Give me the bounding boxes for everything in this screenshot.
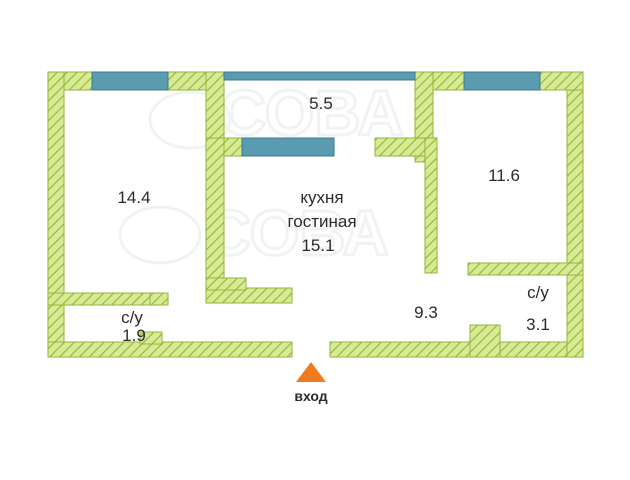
room-area-kitchen: 15.1	[301, 236, 334, 255]
entrance-arrow-icon	[296, 362, 326, 382]
entrance: вход	[294, 362, 328, 404]
room-area-bedroom-right: 11.6	[488, 166, 520, 185]
window-left-bedroom	[91, 71, 169, 91]
room-area-bath-right: 3.1	[526, 315, 550, 334]
room-area-balcony: 5.5	[309, 94, 333, 113]
room-name-kitchen-line1: кухня	[300, 188, 343, 207]
watermark: СОВА СОВА	[118, 76, 405, 271]
room-area-hall: 9.3	[414, 303, 438, 322]
walls	[47, 71, 584, 358]
room-labels: 14.4 5.5 кухня гостиная 15.1 11.6 9.3 с/…	[117, 94, 549, 345]
room-name-kitchen-line2: гостиная	[287, 212, 356, 231]
room-name-bath-left: с/у	[121, 308, 143, 327]
window-kitchen	[241, 137, 335, 157]
entrance-label: вход	[294, 388, 327, 404]
room-name-bath-right: с/у	[527, 283, 549, 302]
watermark-text-2: СОВА	[205, 197, 389, 269]
window-balcony	[223, 71, 416, 81]
room-area-bath-left: 1.9	[122, 326, 146, 345]
windows	[91, 71, 541, 157]
window-right-bedroom	[463, 71, 541, 91]
room-area-bedroom-left: 14.4	[117, 188, 150, 207]
